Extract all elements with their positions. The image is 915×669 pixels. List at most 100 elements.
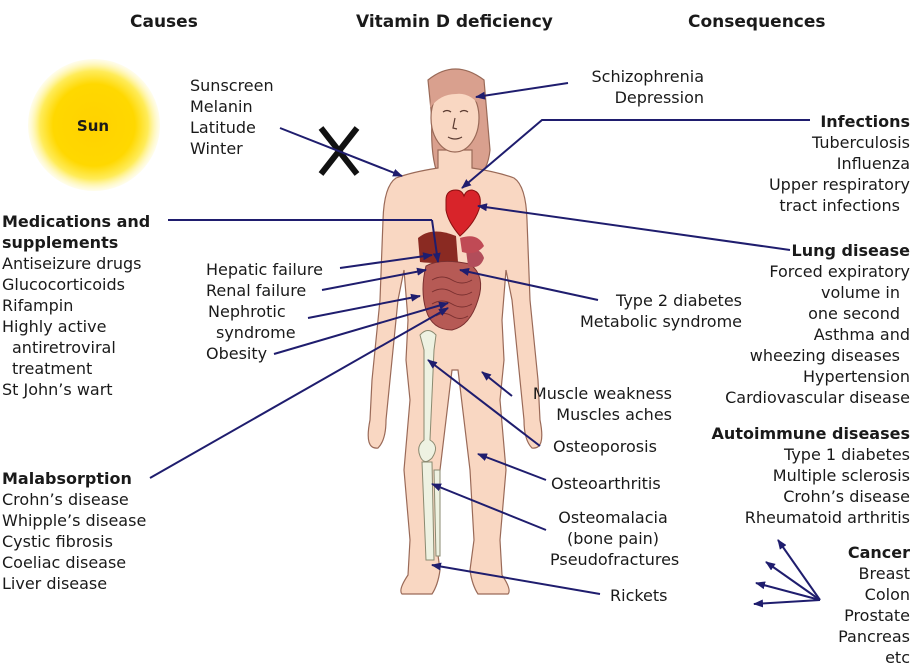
- sun-icon: [28, 59, 160, 191]
- cancer-item: Colon: [864, 585, 910, 604]
- arrow-osteomalacia: [431, 483, 547, 531]
- muscle-item: Muscles aches: [556, 405, 672, 424]
- medication-item: Rifampin: [2, 296, 74, 315]
- malabsorption-item: Whipple’s disease: [2, 511, 147, 530]
- arrow-muscle: [481, 371, 513, 397]
- autoimmune-item: Type 1 diabetes: [784, 445, 910, 464]
- arrow-sun-blockers: [279, 127, 403, 177]
- cancer-group: Cancer Breast Colon Prostate Pancreas et…: [800, 542, 910, 668]
- malabsorption-item: Liver disease: [2, 574, 108, 593]
- autoimmune-group: Autoimmune diseases Type 1 diabetes Mult…: [690, 423, 910, 528]
- intestine-shape: [422, 260, 482, 331]
- metabolic-item: Metabolic syndrome: [580, 312, 742, 331]
- autoimmune-item: Crohn’s disease: [783, 487, 910, 506]
- header-vitamin-d-deficiency: Vitamin D deficiency: [356, 12, 553, 32]
- cancer-item: etc: [885, 648, 910, 667]
- medication-item: Antiseizure drugs: [2, 254, 142, 273]
- sun-blocker-item: Winter: [190, 139, 243, 158]
- bone-shapes: [418, 330, 441, 561]
- osteoporosis-label: Osteoporosis: [553, 437, 657, 456]
- medication-item: Glucocorticoids: [2, 275, 125, 294]
- lung-item: volume in: [821, 283, 900, 302]
- malabsorption-item: Cystic fibrosis: [2, 532, 113, 551]
- kidney-shape: [466, 249, 484, 267]
- lung-disease-title: Lung disease: [791, 241, 910, 260]
- lung-item: one second: [808, 304, 900, 323]
- arrow-cancer-1: [777, 539, 821, 601]
- header-consequences: Consequences: [688, 12, 826, 32]
- autoimmune-item: Multiple sclerosis: [772, 466, 910, 485]
- infection-item: Tuberculosis: [812, 133, 910, 152]
- metabolic-item: Type 2 diabetes: [616, 291, 742, 310]
- human-body-figure: [367, 68, 543, 595]
- infection-item: tract infections: [779, 196, 900, 215]
- stomach-shape: [460, 236, 484, 254]
- organ-cause-item: Renal failure: [206, 281, 307, 300]
- arrow-cancer-3: [755, 581, 821, 601]
- sun-blocker-item: Sunscreen: [190, 76, 274, 95]
- organ-cause-item: Nephrotic: [208, 302, 286, 321]
- rickets-label: Rickets: [610, 586, 668, 605]
- cancer-item: Pancreas: [838, 627, 910, 646]
- malabsorption-item: Crohn’s disease: [2, 490, 129, 509]
- arrow-lung: [477, 203, 791, 251]
- arrow-rickets: [431, 562, 601, 595]
- heart-shape: [445, 189, 481, 237]
- muscle-item: Muscle weakness: [532, 384, 672, 403]
- arrow-obesity: [273, 301, 449, 355]
- psych-item: Depression: [614, 88, 704, 107]
- organ-cause-item: syndrome: [216, 323, 296, 342]
- arrow-metabolic: [459, 268, 599, 301]
- autoimmune-title: Autoimmune diseases: [711, 424, 910, 443]
- arrow-renal: [321, 267, 427, 291]
- infections-group: Infections Tuberculosis Influenza Upper …: [700, 111, 910, 216]
- muscle-list: Muscle weakness Muscles aches: [508, 383, 672, 425]
- infection-item: Upper respiratory: [768, 175, 910, 194]
- lung-item: Hypertension: [802, 367, 910, 386]
- arrow-psych: [475, 82, 569, 100]
- arrow-cancer-4: [753, 599, 821, 608]
- sun-blocker-item: Melanin: [190, 97, 253, 116]
- medications-title-line2: supplements: [2, 233, 119, 252]
- malabsorption-item: Coeliac disease: [2, 553, 127, 572]
- infection-item: Influenza: [836, 154, 910, 173]
- malabsorption-group: Malabsorption Crohn’s disease Whipple’s …: [2, 468, 146, 594]
- arrow-osteoarthritis: [477, 453, 547, 481]
- header-causes: Causes: [130, 12, 198, 32]
- osteoarthritis-label: Osteoarthritis: [551, 474, 661, 493]
- cancer-item: Prostate: [844, 606, 910, 625]
- organ-cause-item: Hepatic failure: [206, 260, 323, 279]
- osteomalacia-item: (bone pain): [566, 529, 660, 548]
- medication-item: antiretroviral: [12, 338, 116, 357]
- medication-item: Highly active: [2, 317, 107, 336]
- arrow-malabsorption: [149, 307, 449, 479]
- arrow-osteoporosis: [427, 359, 541, 447]
- lung-item: Asthma and: [813, 325, 910, 344]
- lung-item: Cardiovascular disease: [725, 388, 910, 407]
- organ-cause-item: Obesity: [206, 344, 268, 363]
- medication-item: St John’s wart: [2, 380, 113, 399]
- body-shape: [367, 149, 543, 595]
- face-features: [442, 109, 469, 140]
- medications-group: Medications and supplements Antiseizure …: [2, 211, 150, 400]
- cancer-title: Cancer: [847, 543, 910, 562]
- lung-item: Forced expiratory: [769, 262, 910, 281]
- lung-disease-group: Lung disease Forced expiratory volume in…: [690, 240, 910, 408]
- arrow-nephrotic: [307, 293, 421, 319]
- cancer-item: Breast: [858, 564, 910, 583]
- arrow-medications-down: [431, 219, 441, 263]
- infections-title: Infections: [820, 112, 910, 131]
- autoimmune-item: Rheumatoid arthritis: [744, 508, 910, 527]
- arrow-cancer-2: [765, 561, 821, 601]
- sun-blockers-list: Sunscreen Melanin Latitude Winter: [190, 75, 274, 159]
- arrow-infections: [461, 119, 810, 189]
- arrows: [149, 82, 821, 608]
- arrow-hepatic: [339, 252, 433, 269]
- osteomalacia-list: Osteomalacia (bone pain) Pseudofractures: [550, 507, 679, 570]
- sun-label: Sun: [76, 117, 110, 135]
- psych-list: Schizophrenia Depression: [560, 66, 704, 108]
- sun-blocker-item: Latitude: [190, 118, 256, 137]
- malabsorption-title: Malabsorption: [2, 469, 132, 488]
- metabolic-list: Type 2 diabetes Metabolic syndrome: [556, 290, 742, 332]
